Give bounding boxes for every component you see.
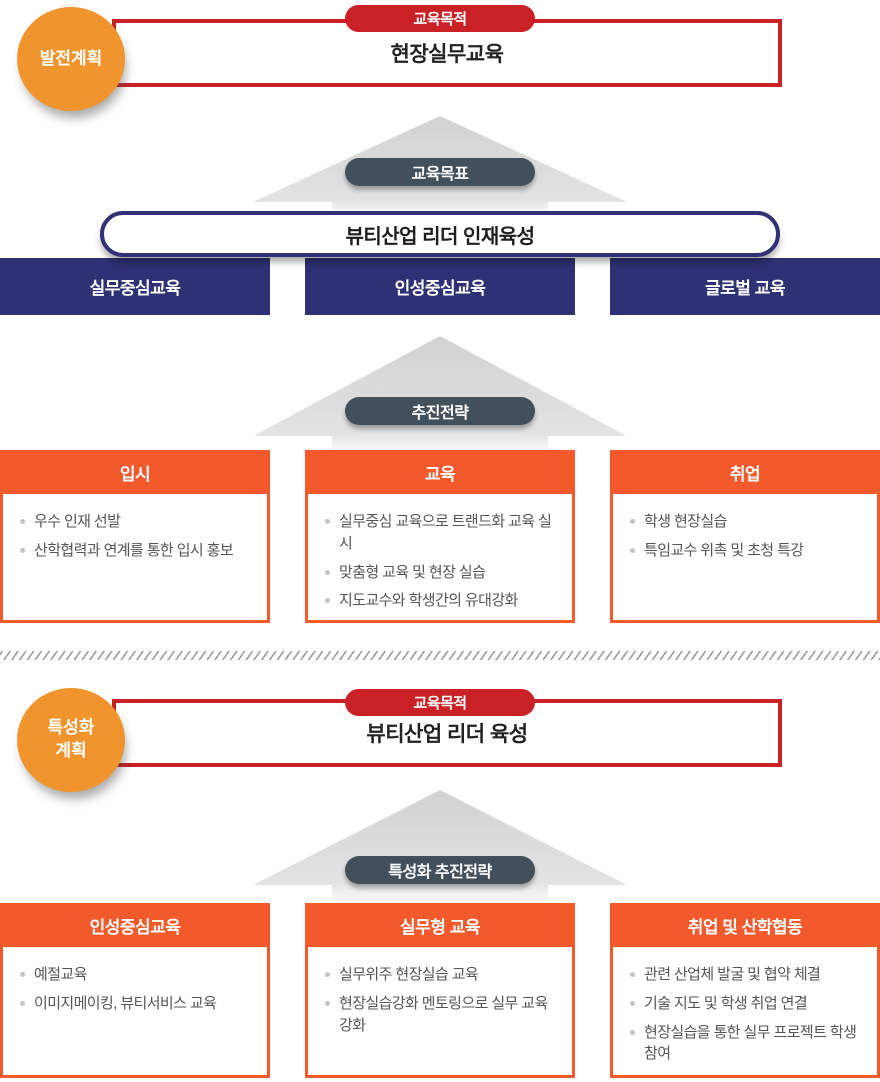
goal-label-pill: 교육목표	[345, 158, 535, 186]
list-item: 현장실습을 통한 실무 프로젝트 학생 참여	[627, 1022, 865, 1066]
card-body: 실무위주 현장실습 교육 현장실습강화 멘토링으로 실무 교육 강화	[305, 947, 575, 1078]
strategy-card: 교육 실무중심 교육으로 트랜드화 교육 실시 맞춤형 교육 및 현장 실습 지…	[305, 450, 575, 623]
plan-badge-1: 발전계획	[17, 7, 125, 111]
list-item: 관련 산업체 발굴 및 협약 체결	[627, 964, 865, 986]
purpose-title-1: 현장실무교육	[390, 43, 504, 66]
purpose-title-2: 뷰티산업 리더 육성	[366, 723, 528, 746]
pillar-box-3: 글로벌 교육	[610, 258, 880, 315]
up-arrow-stem	[332, 883, 548, 900]
card-body: 실무중심 교육으로 트랜드화 교육 실시 맞춤형 교육 및 현장 실습 지도교수…	[305, 494, 575, 623]
list-item: 우수 인재 선발	[17, 511, 255, 533]
card-body: 학생 현장실습 특임교수 위촉 및 초청 특강	[610, 494, 880, 623]
list-item: 학생 현장실습	[627, 511, 865, 533]
strategy-card: 인성중심교육 예절교육 이미지메이킹, 뷰티서비스 교육	[0, 903, 270, 1078]
card-title: 실무형 교육	[305, 903, 575, 947]
strategy-label-pill-2: 특성화 추진전략	[345, 856, 535, 884]
list-item: 실무중심 교육으로 트랜드화 교육 실시	[322, 511, 560, 555]
list-item: 실무위주 현장실습 교육	[322, 964, 560, 986]
list-item: 예절교육	[17, 964, 255, 986]
list-item: 현장실습강화 멘토링으로 실무 교육 강화	[322, 993, 560, 1037]
list-item: 기술 지도 및 학생 취업 연결	[627, 993, 865, 1015]
card-body: 예절교육 이미지메이킹, 뷰티서비스 교육	[0, 947, 270, 1078]
card-body: 우수 인재 선발 산학협력과 연계를 통한 입시 홍보	[0, 494, 270, 623]
up-arrow-stem	[332, 200, 548, 213]
card-title: 취업 및 산학협동	[610, 903, 880, 947]
card-body: 관련 산업체 발굴 및 협약 체결 기술 지도 및 학생 취업 연결 현장실습을…	[610, 947, 880, 1078]
strategy-card: 실무형 교육 실무위주 현장실습 교육 현장실습강화 멘토링으로 실무 교육 강…	[305, 903, 575, 1078]
card-title: 취업	[610, 450, 880, 494]
purpose-label-pill-1: 교육목적	[345, 5, 535, 32]
card-title: 입시	[0, 450, 270, 494]
list-item: 특임교수 위촉 및 초청 특강	[627, 540, 865, 562]
list-item: 이미지메이킹, 뷰티서비스 교육	[17, 993, 255, 1015]
pillar-box-2: 인성중심교육	[305, 258, 575, 315]
strategy-label-pill-1: 추진전략	[345, 397, 535, 425]
plan-badge-2: 특성화 계획	[17, 688, 125, 792]
strategy-card: 입시 우수 인재 선발 산학협력과 연계를 통한 입시 홍보	[0, 450, 270, 623]
list-item: 산학협력과 연계를 통한 입시 홍보	[17, 540, 255, 562]
purpose-label-pill-2: 교육목적	[345, 689, 535, 716]
pillar-box-1: 실무중심교육	[0, 258, 270, 315]
list-item: 지도교수와 학생간의 유대강화	[322, 590, 560, 612]
strategy-card: 취업 학생 현장실습 특임교수 위촉 및 초청 특강	[610, 450, 880, 623]
goal-title-box: 뷰티산업 리더 인재육성	[100, 211, 780, 257]
strategy-card: 취업 및 산학협동 관련 산업체 발굴 및 협약 체결 기술 지도 및 학생 취…	[610, 903, 880, 1078]
up-arrow-stem	[332, 434, 548, 450]
slash-divider	[0, 651, 880, 660]
card-title: 교육	[305, 450, 575, 494]
plan-badge-2-text: 특성화 계획	[47, 718, 95, 760]
list-item: 맞춤형 교육 및 현장 실습	[322, 562, 560, 584]
card-title: 인성중심교육	[0, 903, 270, 947]
